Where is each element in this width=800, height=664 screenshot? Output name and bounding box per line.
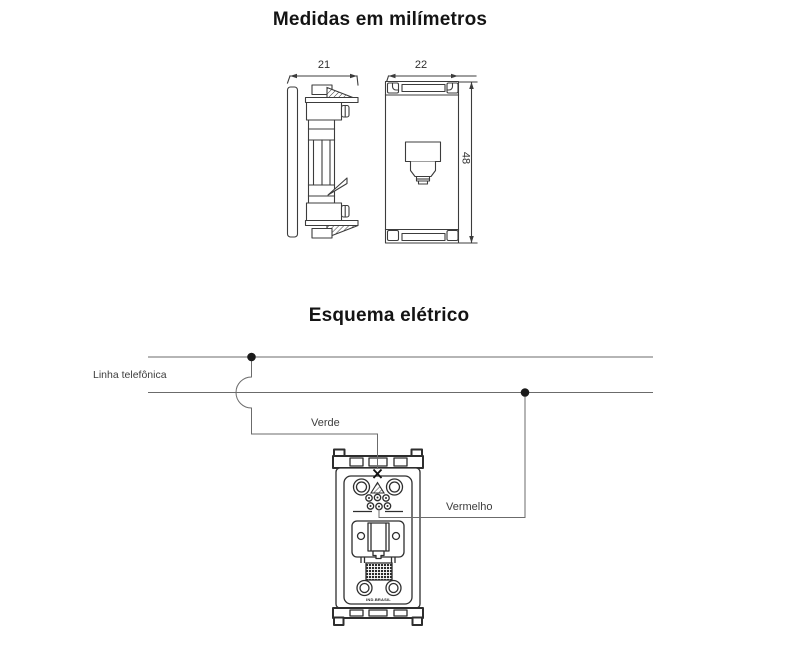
connection-x-mark xyxy=(372,468,383,479)
module-faceplate-side xyxy=(286,86,299,238)
schematic-title: Esquema elétrico xyxy=(308,305,470,326)
red-wire-label: Vermelho xyxy=(446,501,493,513)
junction-dot-top xyxy=(247,352,256,362)
front-top-band xyxy=(386,82,459,94)
green-wire-label: Verde xyxy=(311,417,340,429)
phone-line-label: Linha telefônica xyxy=(93,369,167,381)
jack-housing xyxy=(351,520,405,560)
bottom-mounting-rail xyxy=(332,607,424,626)
module-body-side xyxy=(307,119,348,204)
contact-legs xyxy=(360,557,396,563)
center-wedge xyxy=(370,481,385,494)
bottom-clip xyxy=(304,202,359,239)
connector-block xyxy=(365,562,393,581)
terminal-screw-right xyxy=(385,478,404,496)
jack-latch-tab xyxy=(372,550,385,560)
side-view-width-dimension: 21 xyxy=(317,59,331,71)
rj11-socket-opening xyxy=(404,141,442,185)
dimensions-title: Medidas em milímetros xyxy=(272,9,488,30)
front-view-width-dimension: 22 xyxy=(414,59,428,71)
wire-terminal-holes xyxy=(365,493,392,511)
dimension-line-21 xyxy=(286,73,359,86)
bottom-screw-left xyxy=(356,579,373,597)
bottom-screw-right xyxy=(385,579,402,597)
top-clip xyxy=(304,84,359,121)
dimension-line-48 xyxy=(458,81,478,244)
red-wire xyxy=(378,392,526,518)
green-wire xyxy=(235,357,378,469)
terminal-screw-left xyxy=(352,478,371,496)
front-bottom-band xyxy=(386,229,459,242)
side-view-drawing xyxy=(286,73,359,239)
device-marking-text: IND.BRASIL xyxy=(366,597,391,602)
front-view-drawing xyxy=(384,73,478,244)
junction-dot-bottom xyxy=(520,388,530,397)
dimension-line-22 xyxy=(385,73,477,83)
schematic-wires xyxy=(148,352,653,518)
phone-module-rear-view: IND.BRASIL xyxy=(332,448,424,626)
lower-latch-wedge xyxy=(327,177,348,196)
